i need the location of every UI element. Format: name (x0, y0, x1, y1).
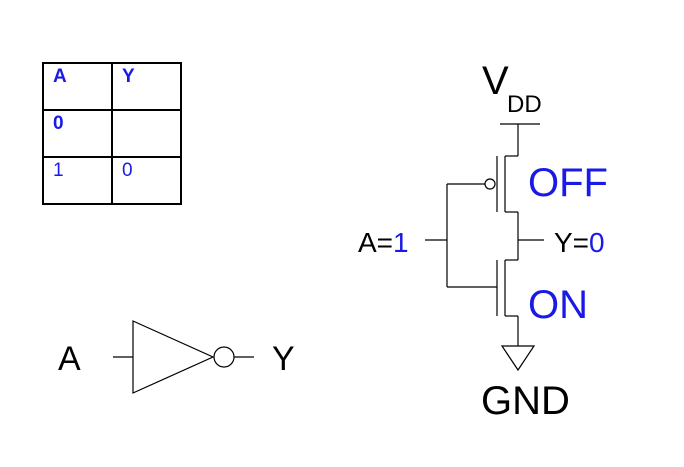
cell-a-row2: 1 (42, 156, 113, 205)
inverter-input-label: A (58, 340, 81, 378)
truth-table: A Y 0 1 0 (42, 62, 182, 205)
header-y: Y (111, 62, 182, 111)
pmos-transistor (447, 155, 518, 213)
vdd-subscript: DD (507, 91, 542, 118)
input-label: A=1 (358, 227, 409, 258)
pmos-state-label: OFF (528, 161, 608, 205)
header-a: A (42, 62, 113, 111)
inverter-bubble (213, 346, 235, 368)
ground-symbol (500, 345, 536, 372)
output-label: Y=0 (554, 227, 605, 258)
table-row: 0 (42, 109, 182, 158)
table-row: 1 0 (42, 156, 182, 205)
inverter-output-label: Y (272, 340, 295, 378)
truth-table-header-row: A Y (42, 62, 182, 111)
gnd-label: GND (481, 379, 570, 423)
inverter-symbol (113, 320, 254, 394)
cmos-wiring (425, 123, 544, 372)
vdd-label: V (482, 59, 509, 103)
cell-a-row1: 0 (42, 109, 113, 158)
nmos-transistor (447, 259, 518, 317)
pmos-gate-bubble (484, 178, 496, 190)
cell-y-row1 (111, 109, 182, 158)
nmos-state-label: ON (528, 283, 588, 327)
cell-y-row2: 0 (111, 156, 182, 205)
inverter-triangle (132, 320, 215, 394)
